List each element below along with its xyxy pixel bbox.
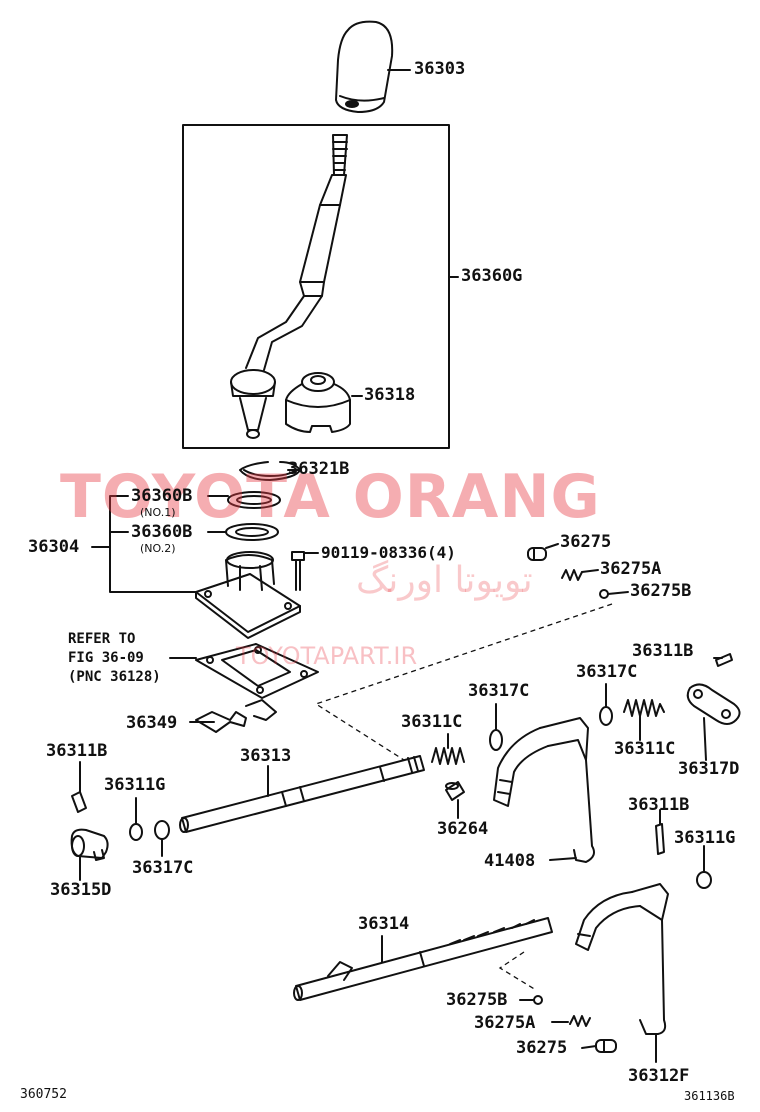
snap-ring-part[interactable] [239,461,301,481]
seat-no1-part[interactable] [227,491,281,509]
ball-top-part[interactable] [599,589,609,599]
label-36321B: 36321B [288,459,350,479]
shift-fork-lower-part[interactable] [575,883,669,1035]
watermark-brand: TOYOTA ORANG [60,462,601,532]
pin-right-lower-part[interactable] [655,823,665,855]
clip-part[interactable] [195,699,277,733]
leader-41408 [549,857,577,861]
label-36275-top: 36275 [560,532,612,552]
label-36304: 36304 [28,537,80,557]
watermark-url: TOYOTAPART.IR [236,642,418,670]
label-36311C-mid: 36311C [401,712,463,732]
bolt-part[interactable] [291,551,305,591]
shift-lever-part[interactable] [230,134,348,439]
label-36360B-no2-note: (NO.2) [140,542,176,555]
figure-code-right: 361136B [684,1089,735,1103]
reference-line-3: (PNC 36128) [68,669,161,685]
label-36264: 36264 [437,819,489,839]
plug-top-part[interactable] [527,547,547,561]
ball-bottom-part[interactable] [533,995,543,1005]
label-36275B-bottom: 36275B [446,990,508,1010]
label-90119: 90119-08336(4) [321,543,456,562]
spring-bottom-part[interactable] [569,1015,591,1027]
label-36311G-right: 36311G [674,828,736,848]
label-36349: 36349 [126,713,178,733]
label-36275-bottom: 36275 [516,1038,568,1058]
label-36311C-right: 36311C [614,739,676,759]
shift-knob-part[interactable] [335,20,394,113]
label-36314: 36314 [358,914,410,934]
label-36303: 36303 [414,59,466,79]
label-36311B-right: 36311B [632,641,694,661]
washer-right-part[interactable] [599,706,613,726]
label-36275A-top: 36275A [600,559,662,579]
leader-36275B-top [607,591,629,595]
interlock-pin-part[interactable] [445,781,465,801]
gasket-part[interactable] [195,643,319,699]
leader-36275A-top [581,569,599,573]
reference-note: REFER TO FIG 36-09 (PNC 36128) [68,630,161,687]
label-36311B-left: 36311B [46,741,108,761]
lever-retainer-part[interactable] [195,551,301,639]
washer-mid-part[interactable] [489,729,503,751]
label-36360B-no1: 36360B [131,486,193,506]
label-36311G-left: 36311G [104,775,166,795]
washer-left-c-part[interactable] [154,820,170,840]
label-41408: 41408 [484,851,536,871]
label-36317C-right: 36317C [576,662,638,682]
leader-36317D [703,717,707,761]
label-36360G: 36360G [461,266,523,286]
leader-36275-bottom [581,1045,597,1049]
shift-head-part[interactable] [70,828,109,861]
label-36311B-lower: 36311B [628,795,690,815]
assembly-frame [182,124,450,449]
reference-line-2: FIG 36-09 [68,650,144,666]
label-36318: 36318 [364,385,416,405]
label-36315D: 36315D [50,880,112,900]
plug-bottom-part[interactable] [595,1039,617,1053]
label-36312F: 36312F [628,1066,690,1086]
pin-left-part[interactable] [71,791,87,813]
shift-fork-upper-part[interactable] [493,717,595,863]
figure-code-left: 360752 [20,1087,67,1102]
label-36360B-no2: 36360B [131,522,193,542]
washer-left-g-part[interactable] [129,823,143,841]
spring-top-part[interactable] [561,569,583,581]
label-36317C-mid: 36317C [468,681,530,701]
shift-shaft-upper-part[interactable] [179,755,425,833]
label-36275A-bottom: 36275A [474,1013,536,1033]
label-36317C-left: 36317C [132,858,194,878]
pin-right-top-part[interactable] [715,653,733,667]
shift-boot-part[interactable] [285,372,351,433]
bracket-36304 [91,495,197,593]
label-36317D: 36317D [678,759,740,779]
alignment-guides [314,603,613,991]
spring-mid-part[interactable] [431,747,465,765]
label-36313: 36313 [240,746,292,766]
spring-right-part[interactable] [623,699,665,717]
shift-shaft-lower-part[interactable] [293,917,553,1001]
select-lever-part[interactable] [686,683,741,725]
label-36275B-top: 36275B [630,581,692,601]
leader-36275-top [545,543,559,549]
reference-line-1: REFER TO [68,631,136,647]
washer-right-g-part[interactable] [696,871,712,889]
watermark-brand-fa: تویوتا اورنگ [356,560,533,601]
label-36360B-no1-note: (NO.1) [140,506,176,519]
